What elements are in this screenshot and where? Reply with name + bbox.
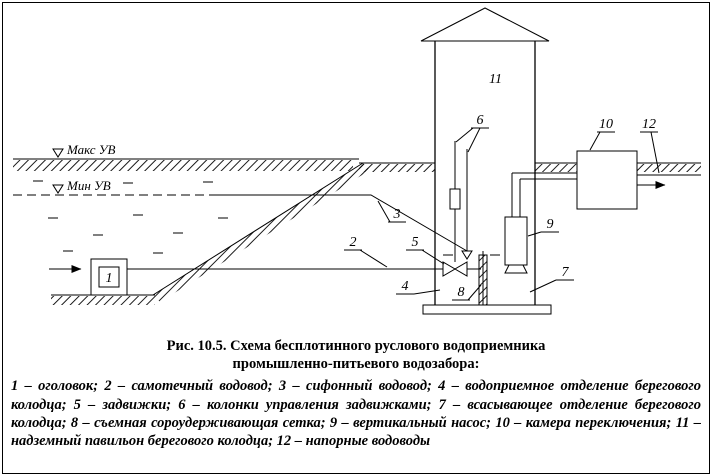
callout-1: 1 [106,271,113,286]
water-level-mark-icon [52,184,64,194]
svg-text:4: 4 [402,279,409,294]
callout-10: 10 [589,117,615,151]
river-bottom [51,294,155,305]
max-level-text: Макс УВ [66,142,115,157]
callout-12: 12 [640,117,660,174]
gate-valve [442,261,481,277]
ground-surface [359,162,701,172]
pressure-conduits [637,174,701,189]
callout-11: 11 [489,72,502,87]
svg-text:5: 5 [412,235,419,250]
svg-text:8: 8 [458,285,465,300]
callout-4: 4 [396,279,441,295]
water-dashes [33,180,228,254]
svg-text:6: 6 [477,113,484,128]
callout-7: 7 [529,265,574,293]
switching-chamber [576,150,638,210]
svg-text:2: 2 [350,235,357,250]
water-surface-hatch [13,160,353,171]
well-foundation [422,304,552,315]
figure-legend: 1 – оголовок; 2 – самотечный водовод; 3 … [11,378,701,450]
pavilion-roof [420,7,550,42]
svg-text:12: 12 [642,117,656,132]
callout-2: 2 [344,235,388,268]
river-water [13,158,359,254]
vertical-pump [504,172,577,274]
pump-suction-bell [504,264,528,274]
callout-5: 5 [406,235,445,265]
caption-line-2: промышленно-питьевого водозабора: [232,355,480,372]
svg-text:7: 7 [562,265,570,280]
intake-head: 1 [90,258,128,296]
svg-text:3: 3 [393,207,401,222]
callout-8: 8 [452,284,482,301]
water-level-mark-icon [52,148,64,158]
bank-slope [152,162,370,302]
caption-line-1: Рис. 10.5. Схема бесплотинного руслового… [166,338,546,354]
callout-9: 9 [527,217,559,237]
min-level-text: Мин УВ [66,178,111,193]
svg-text:9: 9 [547,217,554,232]
callout-3: 3 [377,200,406,223]
trash-screen [478,254,488,306]
min-water-level-label: Мин УВ [52,178,111,194]
valve-control-columns [449,141,473,262]
water-intake-schematic: Макс УВ Мин УВ 1 [13,7,701,315]
max-water-level-label: Макс УВ [52,142,115,158]
callout-6: 6 [455,113,489,153]
figure-caption: Рис. 10.5. Схема бесплотинного руслового… [3,338,709,373]
svg-text:10: 10 [599,117,613,132]
callouts: 2 3 4 5 6 [344,113,660,301]
well-partition [478,251,488,306]
